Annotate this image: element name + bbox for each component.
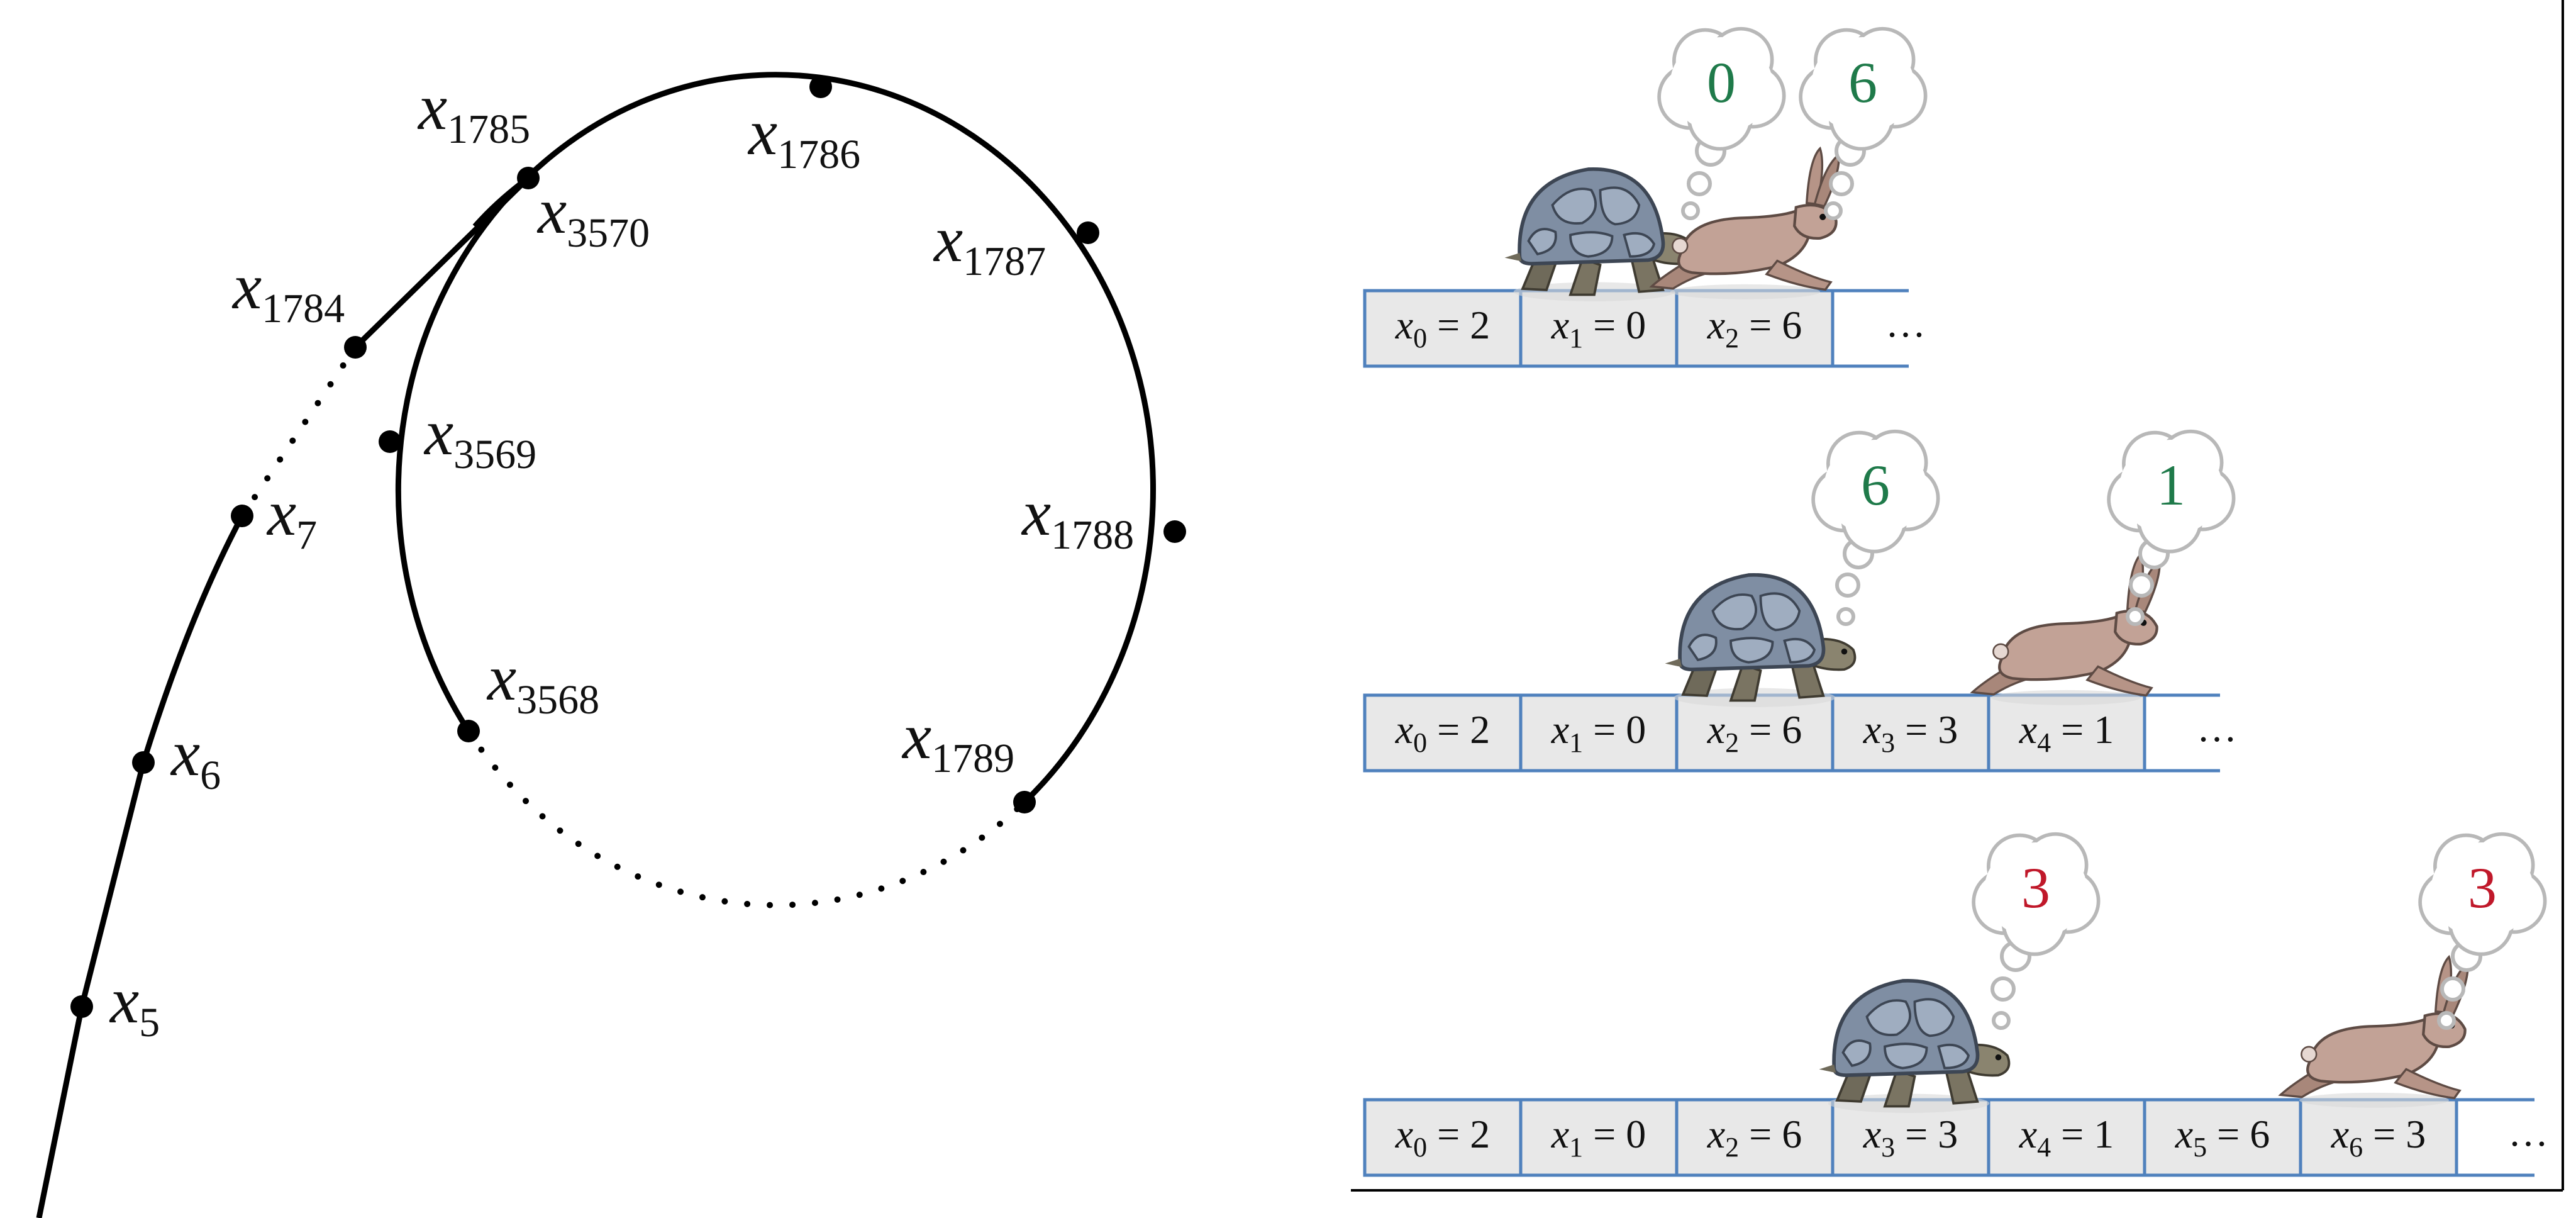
- sequence-row-2: x0 = 2 x1 = 0 x2 = 6 x3 = 3 x4 = 1 …: [1363, 432, 2237, 773]
- hare-thought-value: 3: [2468, 856, 2497, 920]
- svg-text:x2 = 6: x2 = 6: [1707, 707, 1802, 758]
- sequence-row-1: x0 = 2 x1 = 0 x2 = 6 … 0: [1363, 29, 1926, 368]
- point-x5: [70, 995, 93, 1018]
- label-x1787: x1787: [933, 203, 1046, 284]
- svg-text:x3 = 3: x3 = 3: [1863, 1112, 1958, 1163]
- hare-image: [1972, 554, 2160, 705]
- row-ellipsis: …: [2197, 705, 2237, 750]
- cell: x2 = 6: [1675, 1098, 1835, 1177]
- svg-text:x0 = 2: x0 = 2: [1395, 1112, 1491, 1163]
- tortoise-image: [1819, 981, 2009, 1113]
- cell: x6 = 3: [2299, 1098, 2458, 1177]
- svg-text:x2 = 6: x2 = 6: [1707, 1112, 1802, 1163]
- tortoise-thought-value: 6: [1861, 453, 1890, 517]
- rho-loop-dotted-arc: [465, 728, 1028, 908]
- hare-thought-bubble: 3: [2420, 834, 2545, 1030]
- hare-thought-bubble: 6: [1801, 29, 1926, 220]
- rho-labels: x5 x6 x7 x1784 x1785 x3570 x1786 x1787: [109, 71, 1134, 1046]
- cell: x1 = 0: [1519, 289, 1679, 368]
- cell: x5 = 6: [2143, 1098, 2302, 1177]
- svg-text:x1 = 0: x1 = 0: [1551, 1112, 1646, 1163]
- svg-text:x3 = 3: x3 = 3: [1863, 707, 1958, 758]
- point-x1785: [517, 167, 540, 189]
- svg-text:x2 = 6: x2 = 6: [1707, 303, 1802, 354]
- sequence-row-3: x0 = 2 x1 = 0 x2 = 6 x3 = 3 x4 = 1 x5 = …: [1363, 834, 2548, 1177]
- point-x3569: [379, 430, 401, 453]
- point-x7: [231, 505, 253, 527]
- cell: x4 = 1: [1987, 693, 2146, 773]
- label-x1784: x1784: [231, 250, 345, 332]
- rho-tail-dotted: [239, 344, 358, 519]
- point-x3568: [457, 720, 480, 742]
- svg-text:x6 = 3: x6 = 3: [2331, 1112, 2426, 1163]
- cell: x1 = 0: [1519, 693, 1679, 773]
- label-x5: x5: [109, 964, 160, 1046]
- label-x7: x7: [266, 477, 317, 558]
- label-x6: x6: [170, 717, 221, 798]
- tortoise-thought-value: 0: [1707, 50, 1736, 115]
- hare-image: [2280, 957, 2468, 1108]
- point-x1784: [344, 336, 367, 359]
- svg-text:x1 = 0: x1 = 0: [1551, 303, 1646, 354]
- cell: x2 = 6: [1675, 693, 1835, 773]
- cell: x1 = 0: [1519, 1098, 1679, 1177]
- cell: x0 = 2: [1363, 1098, 1523, 1177]
- hare-thought-value: 6: [1848, 50, 1877, 115]
- tortoise-thought-value: 3: [2021, 856, 2050, 920]
- point-x1788: [1163, 520, 1186, 543]
- tortoise-thought-bubble: 3: [1974, 834, 2099, 1030]
- label-x1786: x1786: [747, 96, 860, 177]
- svg-text:x1 = 0: x1 = 0: [1551, 707, 1646, 758]
- point-x1789: [1013, 791, 1036, 813]
- cell: x0 = 2: [1363, 289, 1523, 368]
- cell: x3 = 3: [1831, 693, 1990, 773]
- tortoise-thought-bubble: 6: [1813, 432, 1938, 626]
- point-x1787: [1077, 221, 1099, 244]
- cell: x2 = 6: [1675, 289, 1835, 368]
- label-x3568: x3568: [486, 642, 599, 723]
- tortoise-hare-panel: x0 = 2 x1 = 0 x2 = 6 … 0: [1351, 0, 2564, 1192]
- tortoise-thought-bubble: 0: [1659, 29, 1784, 220]
- svg-text:x4 = 1: x4 = 1: [2019, 1112, 2114, 1163]
- svg-text:x0 = 2: x0 = 2: [1395, 303, 1491, 354]
- point-x6: [132, 751, 155, 774]
- row-ellipsis: …: [2508, 1110, 2548, 1154]
- point-x1786: [809, 75, 832, 98]
- label-x1789: x1789: [901, 700, 1014, 781]
- label-x3569: x3569: [423, 396, 536, 478]
- label-x1785: x1785: [417, 71, 530, 152]
- rho-tail-curve: [36, 514, 245, 1218]
- label-x3570: x3570: [536, 175, 650, 256]
- svg-text:x5 = 6: x5 = 6: [2175, 1112, 2270, 1163]
- cell: x4 = 1: [1987, 1098, 2146, 1177]
- rho-diagram: x5 x6 x7 x1784 x1785 x3570 x1786 x1787: [36, 71, 1186, 1218]
- hare-thought-value: 1: [2157, 453, 2185, 517]
- hare-image: [1652, 148, 1839, 299]
- hare-thought-bubble: 1: [2109, 432, 2234, 626]
- cell: x0 = 2: [1363, 693, 1523, 773]
- svg-text:x4 = 1: x4 = 1: [2019, 707, 2114, 758]
- row-ellipsis: …: [1885, 301, 1926, 345]
- rho-points: [70, 75, 1186, 1018]
- svg-text:x0 = 2: x0 = 2: [1395, 707, 1491, 758]
- tortoise-image: [1665, 575, 1855, 707]
- label-x1788: x1788: [1021, 477, 1134, 558]
- cell: x3 = 3: [1831, 1098, 1990, 1177]
